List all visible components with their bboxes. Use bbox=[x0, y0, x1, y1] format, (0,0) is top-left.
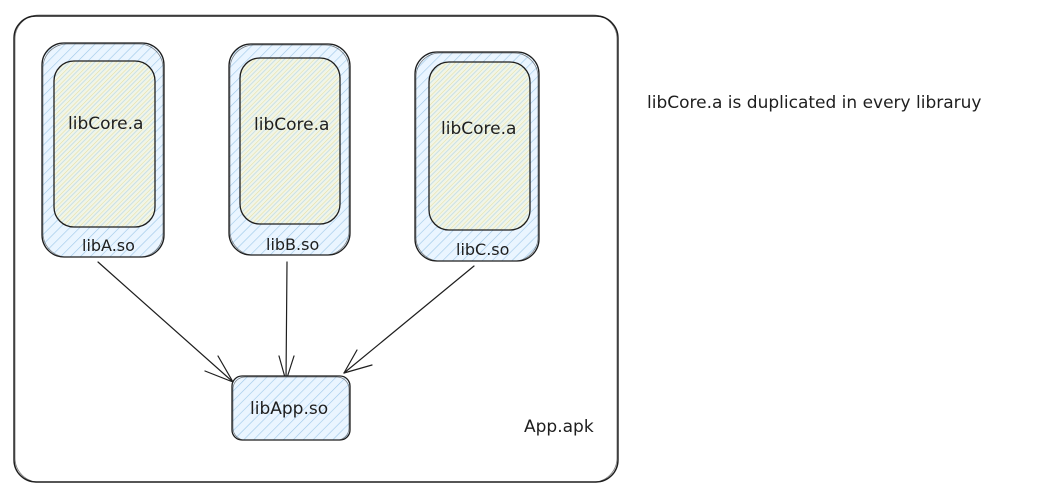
library-libb: libCore.a libB.so bbox=[228, 43, 351, 256]
library-libapp: libApp.so bbox=[231, 375, 351, 441]
core-in-libc: libCore.a bbox=[428, 61, 531, 231]
library-name-libb: libB.so bbox=[266, 235, 319, 254]
core-label-liba: libCore.a bbox=[68, 114, 143, 134]
library-liba: libCore.a libA.so bbox=[41, 42, 165, 258]
core-in-liba: libCore.a bbox=[53, 60, 156, 228]
arrow-liba-to-libapp bbox=[97, 261, 234, 383]
container-label: App.apk bbox=[524, 417, 594, 437]
core-label-libc: libCore.a bbox=[441, 119, 516, 139]
library-name-libc: libC.so bbox=[456, 240, 509, 259]
duplication-note: libCore.a is duplicated in every libraru… bbox=[647, 93, 981, 113]
library-name-liba: libA.so bbox=[82, 236, 135, 255]
arrow-libc-to-libapp bbox=[343, 265, 475, 374]
core-in-libb: libCore.a bbox=[239, 57, 341, 225]
core-label-libb: libCore.a bbox=[254, 115, 329, 135]
library-libc: libCore.a libC.so bbox=[414, 51, 540, 262]
libapp-label: libApp.so bbox=[250, 399, 328, 419]
